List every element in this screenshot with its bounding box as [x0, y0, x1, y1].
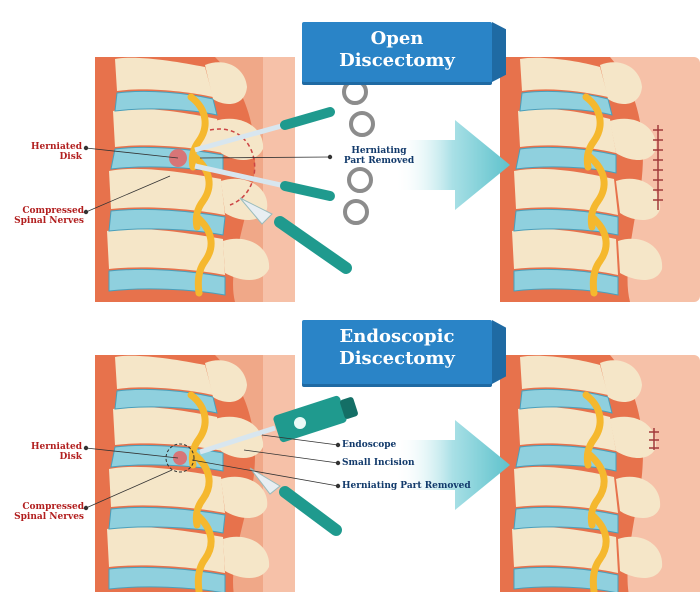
open-spine-after — [500, 57, 700, 302]
banner-title-line1: Open — [370, 28, 424, 49]
endoscope-tool — [199, 395, 358, 455]
label-endoscope: Endoscope — [342, 440, 397, 450]
endoscopic-spine-after — [500, 355, 700, 592]
herniation-circle — [165, 443, 195, 473]
endoscopic-spine-before — [95, 355, 295, 592]
bottom-pointers — [83, 434, 341, 511]
banner-title-line1: Endoscopic — [339, 326, 455, 347]
label-small-incision: Small Incision — [342, 458, 415, 468]
arrow-bottom — [395, 420, 510, 510]
arrow-top — [395, 120, 510, 210]
banner-title-line2: Discectomy — [339, 50, 455, 71]
endoscopic-discectomy-banner: Endoscopic Discectomy — [302, 320, 506, 384]
suture-marks — [653, 125, 663, 210]
incision-outline — [209, 128, 256, 206]
small-suture-marks — [649, 428, 659, 450]
label-herniating-part-removed-bottom: Herniating Part Removed — [342, 481, 471, 491]
scalpel-top — [239, 197, 352, 274]
banner-title-line2: Discectomy — [339, 348, 455, 369]
open-discectomy-banner: Open Discectomy — [302, 22, 506, 82]
scalpel-bottom — [249, 467, 342, 536]
top-pointers — [83, 145, 333, 215]
retractor-bottom — [194, 163, 373, 225]
